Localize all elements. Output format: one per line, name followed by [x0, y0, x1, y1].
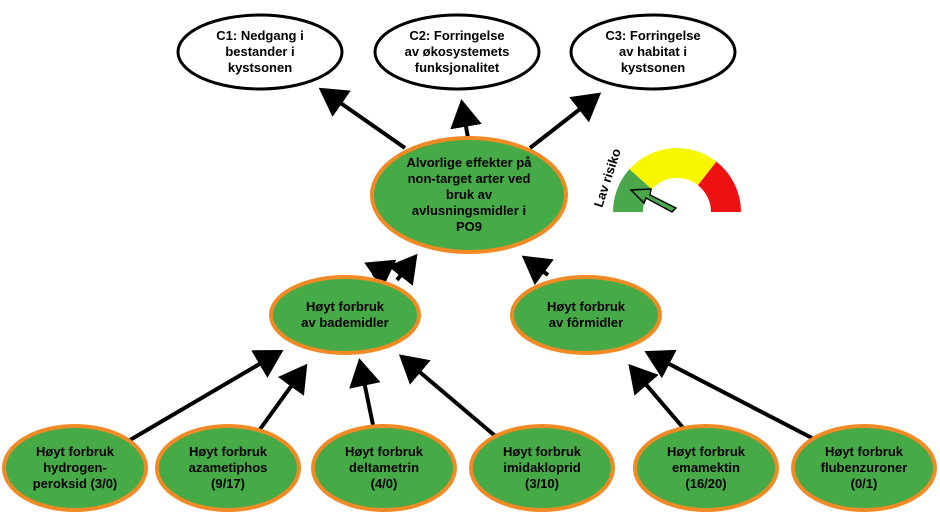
- risk-gauge: [613, 147, 741, 213]
- cause-ellipse-1: [2, 424, 148, 512]
- arrow-c-azam: [256, 363, 308, 434]
- gauge-medium-segment: [629, 147, 717, 190]
- arrow-top-to-c3: [528, 92, 602, 150]
- arrow-c-delta: [349, 358, 381, 426]
- cause-ellipse-3: [311, 424, 457, 512]
- arrow-top-to-c2: [450, 99, 482, 139]
- arrow-c-imida: [398, 354, 502, 442]
- arrow-top-to-c1: [318, 87, 407, 150]
- gauge-needle-arrow-icon: [629, 188, 678, 213]
- arrow-for-to-top: [521, 255, 554, 286]
- consequence-ellipse-3: [569, 13, 737, 91]
- cause-ellipse-6: [791, 424, 937, 512]
- green-nodes: [2, 136, 937, 512]
- consequence-nodes: [176, 13, 737, 91]
- top-event: Alvorlige effekter på non-target arter v…: [406, 155, 532, 234]
- consequence-ellipse-2: [373, 13, 541, 91]
- intermediate-ellipse-formidler: [510, 275, 662, 355]
- arrow-c-flub: [644, 349, 813, 440]
- cause-ellipse-2: [155, 424, 301, 512]
- consequence-ellipse-1: [176, 13, 344, 91]
- arrow-c-hydro: [128, 349, 284, 442]
- arrow-c-ema: [628, 363, 687, 432]
- top-event-ellipse: [370, 136, 568, 254]
- gauge-high-segment: [697, 161, 741, 212]
- arrow-bad-to-top-1: [364, 259, 397, 289]
- intermediate-ellipse-bademidler: [269, 275, 421, 355]
- arrows: [128, 87, 813, 442]
- cause-ellipse-5: [633, 424, 779, 512]
- arrow-bad-to-top-2: [387, 253, 418, 286]
- cause-ellipse-4: [469, 424, 615, 512]
